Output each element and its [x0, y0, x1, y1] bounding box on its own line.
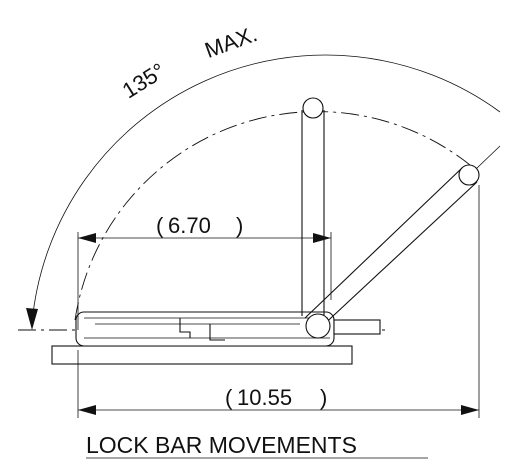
max-label: MAX.	[201, 21, 260, 63]
dim-inner-paren-close: )	[236, 213, 243, 238]
connector-body	[75, 311, 335, 347]
dim-inner-arrow-left	[78, 233, 96, 243]
lock-bar-diagonal-b	[317, 181, 478, 331]
dim-outer-paren-open: (	[225, 385, 233, 410]
sweep-arc	[74, 111, 471, 321]
pivot	[305, 313, 331, 339]
diagonal-extension	[476, 145, 501, 169]
dim-inner-arrow-right	[313, 233, 331, 243]
dim-outer-label: 10.55	[237, 385, 292, 410]
caption: LOCK BAR MOVEMENTS	[86, 432, 357, 458]
latch-detail	[179, 318, 225, 341]
angle-label: 135°	[118, 58, 170, 103]
dim-outer-paren-close: )	[320, 385, 327, 410]
base-plate	[51, 345, 353, 365]
dim-outer-arrow-right	[461, 405, 479, 415]
dim-outer-arrow-left	[78, 405, 96, 415]
angle-arrowhead	[26, 308, 38, 330]
connector-inner-line	[84, 317, 330, 339]
lock-bar-diagonal-pin	[458, 164, 480, 186]
connector-tab	[333, 319, 381, 335]
lock-bar-vertical-pin	[302, 97, 324, 119]
angle-arc	[31, 54, 501, 324]
lock-bar-diagonal-a	[304, 167, 463, 319]
dim-inner-paren-open: (	[156, 213, 164, 238]
dim-inner-label: 6.70	[168, 213, 211, 238]
